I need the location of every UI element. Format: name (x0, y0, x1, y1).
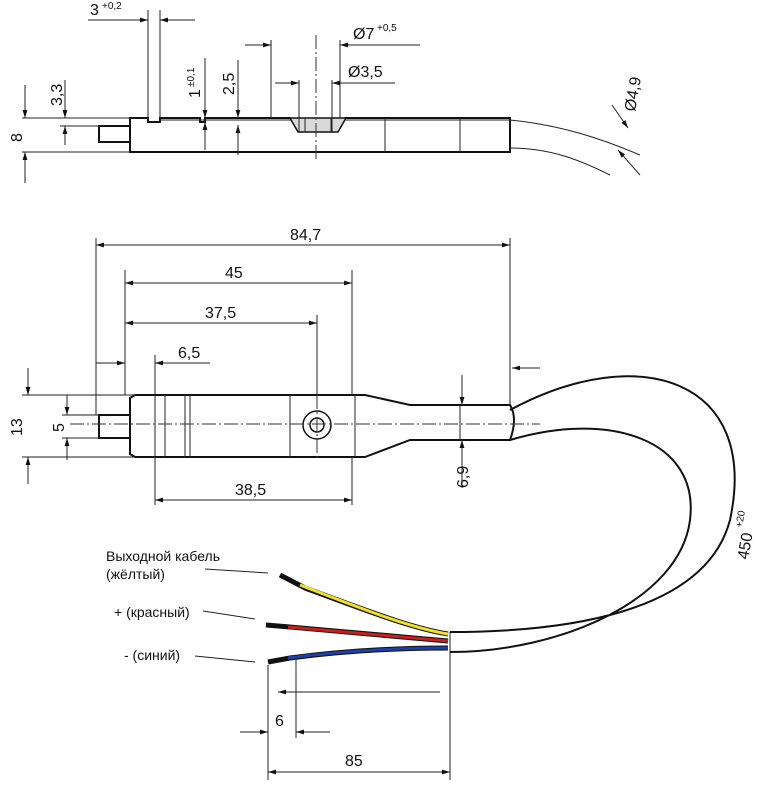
dim-8: 8 (9, 133, 26, 142)
wire-label-yellow-2: (жёлтый) (106, 566, 165, 582)
side-view-tip (98, 125, 131, 143)
dim-3-tol: +0,2 (102, 1, 122, 12)
dim-13: 13 (9, 418, 26, 436)
dim-5: 5 (51, 423, 68, 432)
dim-45: 45 (225, 265, 243, 282)
dim-84-7: 84,7 (290, 227, 321, 244)
dim-6: 6 (275, 713, 284, 730)
plan-view-body (129, 394, 515, 458)
plan-view: 84,7 45 37,5 6,5 13 5 6,9 38,5 (9, 227, 540, 505)
dim-450: 450 (735, 531, 756, 560)
dim-d7: Ø7 (353, 26, 374, 43)
dim-2-5: 2,5 (221, 73, 238, 95)
dim-1: 1 (187, 89, 204, 98)
cable-sheath (449, 375, 736, 633)
dim-d4-9: Ø4,9 (622, 75, 645, 112)
dim-6-9: 6,9 (455, 466, 472, 488)
dim-3: 3 (90, 2, 99, 19)
wire-yellow (278, 572, 449, 637)
side-view: 3 +0,2 Ø7 +0,5 Ø3,5 2,5 1 ±0,1 3,3 8 (9, 1, 645, 183)
dim-1-tol: ±0,1 (186, 67, 197, 87)
dim-6-5: 6,5 (178, 345, 200, 362)
side-view-cable (509, 119, 641, 156)
dim-450-tol: +20 (734, 509, 748, 528)
dim-38-5: 38,5 (235, 482, 266, 499)
dim-d7-tol: +0,5 (377, 23, 397, 34)
dim-3-3: 3,3 (49, 84, 66, 106)
dim-d3-5: Ø3,5 (348, 64, 383, 81)
cable-view: Выходной кабель (жёлтый) + (красный) - (… (106, 365, 757, 780)
dim-37-5: 37,5 (205, 305, 236, 322)
plan-view-tip (98, 414, 131, 439)
dim-85: 85 (345, 753, 363, 770)
wire-label-blue: - (синий) (124, 647, 180, 663)
mounting-hole-section (288, 117, 348, 133)
wire-label-red: + (красный) (114, 604, 190, 620)
wire-label-yellow-1: Выходной кабель (106, 548, 220, 564)
